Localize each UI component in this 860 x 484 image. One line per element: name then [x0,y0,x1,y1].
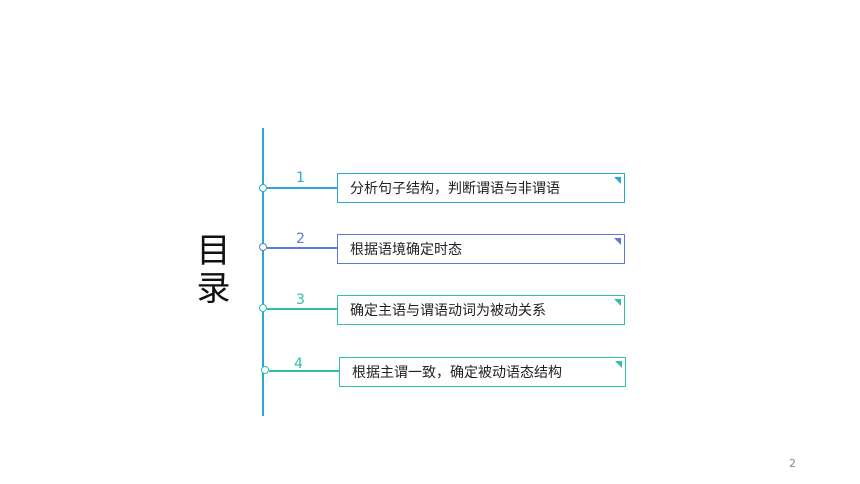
connector-line [269,370,339,372]
item-box[interactable]: 根据语境确定时态 [337,234,625,264]
corner-triangle-icon [614,299,621,306]
corner-triangle-icon [614,238,621,245]
toc-item-1[interactable]: 1 分析句子结构，判断谓语与非谓语 [0,168,860,208]
item-label: 分析句子结构，判断谓语与非谓语 [350,181,560,197]
toc-title: 目录 [190,232,230,308]
toc-item-4[interactable]: 4 根据主谓一致，确定被动语态结构 [0,352,860,392]
item-label: 根据主谓一致，确定被动语态结构 [352,365,562,381]
timeline-node [259,184,267,192]
toc-item-3[interactable]: 3 确定主语与谓语动词为被动关系 [0,290,860,330]
item-label: 确定主语与谓语动词为被动关系 [350,303,546,319]
timeline-node [259,243,267,251]
item-number: 3 [296,292,305,308]
corner-triangle-icon [615,361,622,368]
corner-triangle-icon [614,177,621,184]
item-number: 1 [296,170,305,186]
connector-line [267,308,337,310]
connector-line [267,187,337,189]
timeline-node [261,366,269,374]
item-number: 4 [294,356,303,372]
item-box[interactable]: 分析句子结构，判断谓语与非谓语 [337,173,625,203]
item-box[interactable]: 根据主谓一致，确定被动语态结构 [339,357,626,387]
page-number: 2 [789,457,796,470]
timeline-node [259,304,267,312]
toc-item-2[interactable]: 2 根据语境确定时态 [0,229,860,269]
item-label: 根据语境确定时态 [350,242,462,258]
item-box[interactable]: 确定主语与谓语动词为被动关系 [337,295,625,325]
connector-line [267,247,337,249]
timeline-line [262,128,264,416]
item-number: 2 [296,231,305,247]
